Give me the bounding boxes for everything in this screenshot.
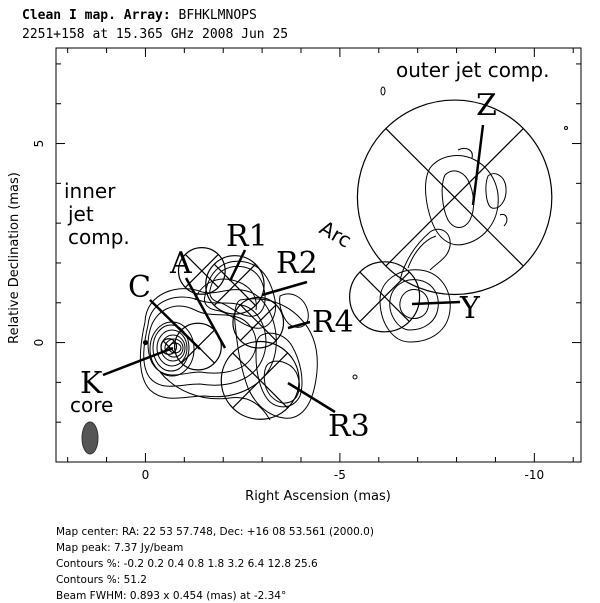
label-inner-jet-1: inner xyxy=(64,179,116,203)
footer-beam: Beam FWHM: 0.893 x 0.454 (mas) at -2.34° xyxy=(56,590,286,602)
label-R4: R4 xyxy=(312,305,354,340)
pointer-A xyxy=(184,277,227,349)
beam-ellipse xyxy=(81,421,99,455)
footer-contours-2: Contours %: 51.2 xyxy=(56,574,147,586)
footer-map-peak: Map peak: 7.37 Jy/beam xyxy=(56,542,183,554)
label-A: A xyxy=(169,246,192,281)
pointer-Z xyxy=(471,124,485,206)
component-k xyxy=(142,340,148,346)
component-y xyxy=(349,261,421,333)
intensity-contours xyxy=(139,86,568,421)
x-tick-label: -10 xyxy=(525,468,545,482)
label-Y: Y xyxy=(459,291,481,326)
map-title-prefix: Clean I map. Array: xyxy=(22,8,179,23)
label-R1: R1 xyxy=(226,219,268,254)
source-epoch-line: 2251+158 at 15.365 GHz 2008 Jun 25 xyxy=(22,27,288,42)
label-arc: Arc xyxy=(316,216,356,253)
label-inner-jet-2: jet xyxy=(67,202,94,226)
label-outer-jet: outer jet comp. xyxy=(396,58,549,82)
y-tick-label: 5 xyxy=(32,140,46,148)
component-z xyxy=(356,99,553,296)
pointer-R3 xyxy=(287,381,336,414)
component-r1 xyxy=(177,246,226,295)
component-r3 xyxy=(220,340,300,420)
footer-contours-1: Contours %: -0.2 0.2 0.4 0.8 1.8 3.2 6.4… xyxy=(56,558,318,570)
pointer-C xyxy=(149,299,201,350)
component-r4 xyxy=(232,296,285,349)
label-C: C xyxy=(128,270,151,305)
component-r2 xyxy=(205,255,265,315)
model-components xyxy=(142,99,553,420)
pointer-Y xyxy=(411,300,461,306)
x-axis-title: Right Ascension (mas) xyxy=(245,489,391,504)
footer-map-center: Map center: RA: 22 53 57.748, Dec: +16 0… xyxy=(56,526,374,538)
axis-tick-labels: 0 -5 -10 0 5 xyxy=(32,140,544,482)
y-tick-label: 0 xyxy=(32,339,46,347)
label-Z: Z xyxy=(476,88,497,123)
array-name: BFHKLMNOPS xyxy=(179,8,257,23)
map-title: Clean I map. Array: BFHKLMNOPS xyxy=(22,8,257,23)
plot-frame xyxy=(55,47,582,463)
pointer-R2 xyxy=(261,280,308,297)
label-R2: R2 xyxy=(276,246,318,281)
axis-ticks xyxy=(56,48,581,463)
x-tick-label: -5 xyxy=(334,468,346,482)
pointer-K xyxy=(102,346,174,377)
label-inner-jet-3: comp. xyxy=(68,225,130,249)
label-core: core xyxy=(70,393,113,417)
x-tick-label: 0 xyxy=(142,468,150,482)
label-R3: R3 xyxy=(328,409,370,444)
pointer-R4 xyxy=(287,320,311,330)
label-K: K xyxy=(80,366,103,401)
pointer-R1 xyxy=(228,249,247,282)
y-axis-title: Relative Declination (mas) xyxy=(7,172,22,344)
